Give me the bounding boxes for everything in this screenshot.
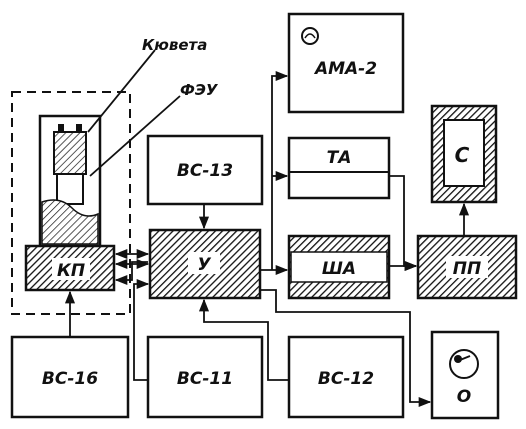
cuvette-pmt-housing xyxy=(38,114,102,248)
block-u-label: У xyxy=(197,255,211,275)
block-vs11: ВС-11 xyxy=(146,335,264,419)
oscilloscope-screen-icon xyxy=(449,349,479,379)
block-vs16: ВС-16 xyxy=(10,335,130,419)
cuvette-leader xyxy=(87,49,156,133)
wire-kp-u-3 xyxy=(114,261,148,286)
block-ama2: АМА-2 xyxy=(287,12,405,114)
block-s: С xyxy=(430,104,498,204)
block-vs12-label: ВС-12 xyxy=(318,369,374,389)
meter-dial-icon xyxy=(301,27,319,45)
block-ta: ТА xyxy=(287,136,391,200)
block-ta-label: ТА xyxy=(327,148,352,168)
cuvette-label: Кювета xyxy=(142,36,207,54)
pmt-leader xyxy=(89,95,181,177)
wire-vs12-u xyxy=(198,298,289,381)
block-vs13: ВС-13 xyxy=(146,134,264,206)
block-ama2-label: АМА-2 xyxy=(313,59,377,79)
block-sha-label: ША xyxy=(322,259,356,279)
dashed-enclosure xyxy=(11,91,131,315)
wire-ta-pp xyxy=(389,175,418,272)
block-vs11-label: ВС-11 xyxy=(177,369,233,389)
wire-u-o xyxy=(260,289,432,408)
block-s-label: С xyxy=(455,143,470,167)
wire-vs11-u xyxy=(133,278,150,381)
pmt-label: ФЭУ xyxy=(180,81,219,99)
block-sha: ША xyxy=(287,234,391,300)
block-kp: КП xyxy=(24,244,116,292)
block-vs16-label: ВС-16 xyxy=(42,369,98,389)
wire-u-ama2 xyxy=(271,70,289,270)
connections xyxy=(64,70,470,408)
block-o: О xyxy=(430,330,500,420)
block-u: У xyxy=(148,228,262,300)
block-vs13-label: ВС-13 xyxy=(177,161,233,181)
block-kp-label: КП xyxy=(57,261,85,281)
block-o-label: О xyxy=(457,387,471,407)
block-vs12: ВС-12 xyxy=(287,335,405,419)
block-pp: ПП xyxy=(416,234,518,300)
block-pp-label: ПП xyxy=(453,259,481,279)
